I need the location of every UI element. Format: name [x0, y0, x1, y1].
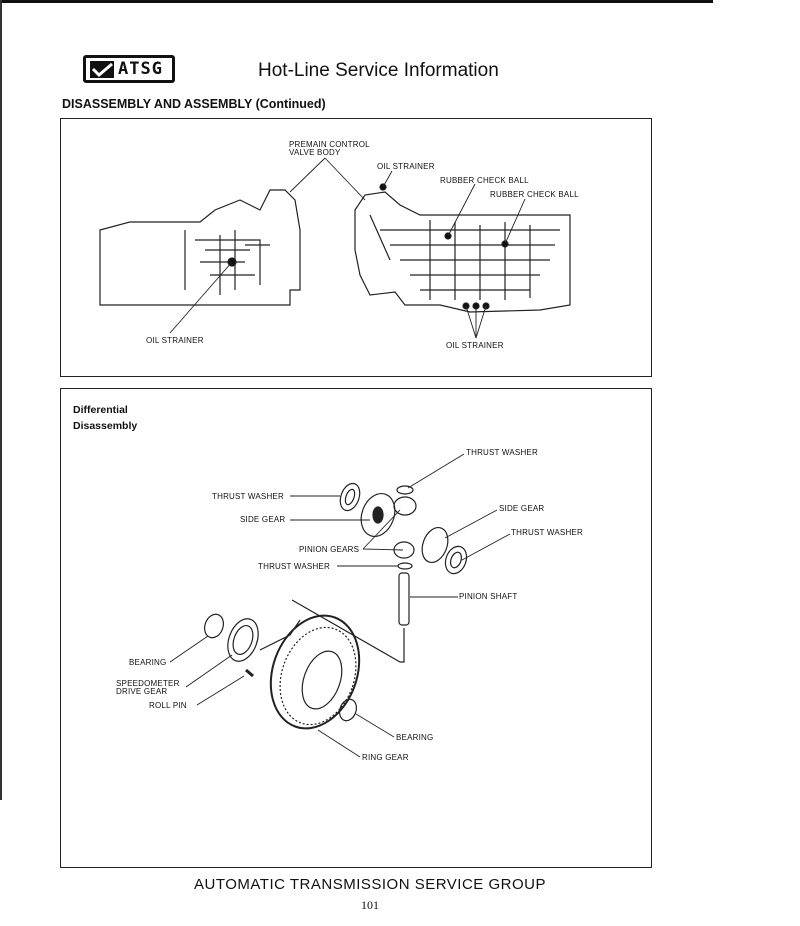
- page-number: 101: [361, 898, 379, 912]
- checkmark-icon: [90, 60, 114, 78]
- label-thrust-washer-lower: THRUST WASHER: [258, 562, 330, 571]
- label-oil-strainer-bottom: OIL STRAINER: [446, 341, 504, 350]
- label-roll-pin: ROLL PIN: [149, 701, 187, 710]
- label-pinion-shaft: PINION SHAFT: [459, 592, 518, 601]
- differential-figure-frame: [60, 388, 652, 868]
- label-bearing-left: BEARING: [129, 658, 167, 667]
- label-valve-body: VALVE BODY: [289, 148, 341, 157]
- valve-body-left-drawing: [99, 189, 301, 306]
- label-ring-gear: RING GEAR: [362, 753, 409, 762]
- label-thrust-washer-top-right: THRUST WASHER: [466, 448, 538, 457]
- label-rubber-check-ball-2: RUBBER CHECK BALL: [490, 190, 579, 199]
- differential-heading: Differential: [73, 404, 128, 416]
- scan-edge: [0, 0, 2, 800]
- label-drive-gear: DRIVE GEAR: [116, 687, 168, 696]
- label-bearing-right: BEARING: [396, 733, 434, 742]
- differential-drawing: [203, 482, 468, 730]
- top-rule: [0, 0, 713, 3]
- label-thrust-washer-right: THRUST WASHER: [511, 528, 583, 537]
- valve-body-leader-lines: [169, 157, 526, 339]
- section-heading: DISASSEMBLY AND ASSEMBLY (Continued): [62, 97, 326, 111]
- label-side-gear-right: SIDE GEAR: [499, 504, 545, 513]
- label-rubber-check-ball-1: RUBBER CHECK BALL: [440, 176, 529, 185]
- label-premain-control: PREMAIN CONTROL: [289, 140, 370, 149]
- label-pinion-gears: PINION GEARS: [299, 545, 360, 554]
- differential-leader-lines: [169, 453, 511, 758]
- label-oil-strainer-left: OIL STRAINER: [146, 336, 204, 345]
- footer-org: AUTOMATIC TRANSMISSION SERVICE GROUP: [194, 876, 546, 893]
- valve-body-figure-frame: [60, 118, 652, 377]
- label-speedometer: SPEEDOMETER: [116, 679, 180, 688]
- label-thrust-washer-left: THRUST WASHER: [212, 492, 284, 501]
- page-title: Hot-Line Service Information: [258, 60, 499, 81]
- valve-body-right-drawing: [354, 183, 571, 313]
- label-side-gear-left: SIDE GEAR: [240, 515, 286, 524]
- label-oil-strainer-top: OIL STRAINER: [377, 162, 435, 171]
- differential-subheading: Disassembly: [73, 420, 138, 432]
- atsg-logo: ATSG: [83, 55, 175, 83]
- logo-text: ATSG: [118, 59, 163, 79]
